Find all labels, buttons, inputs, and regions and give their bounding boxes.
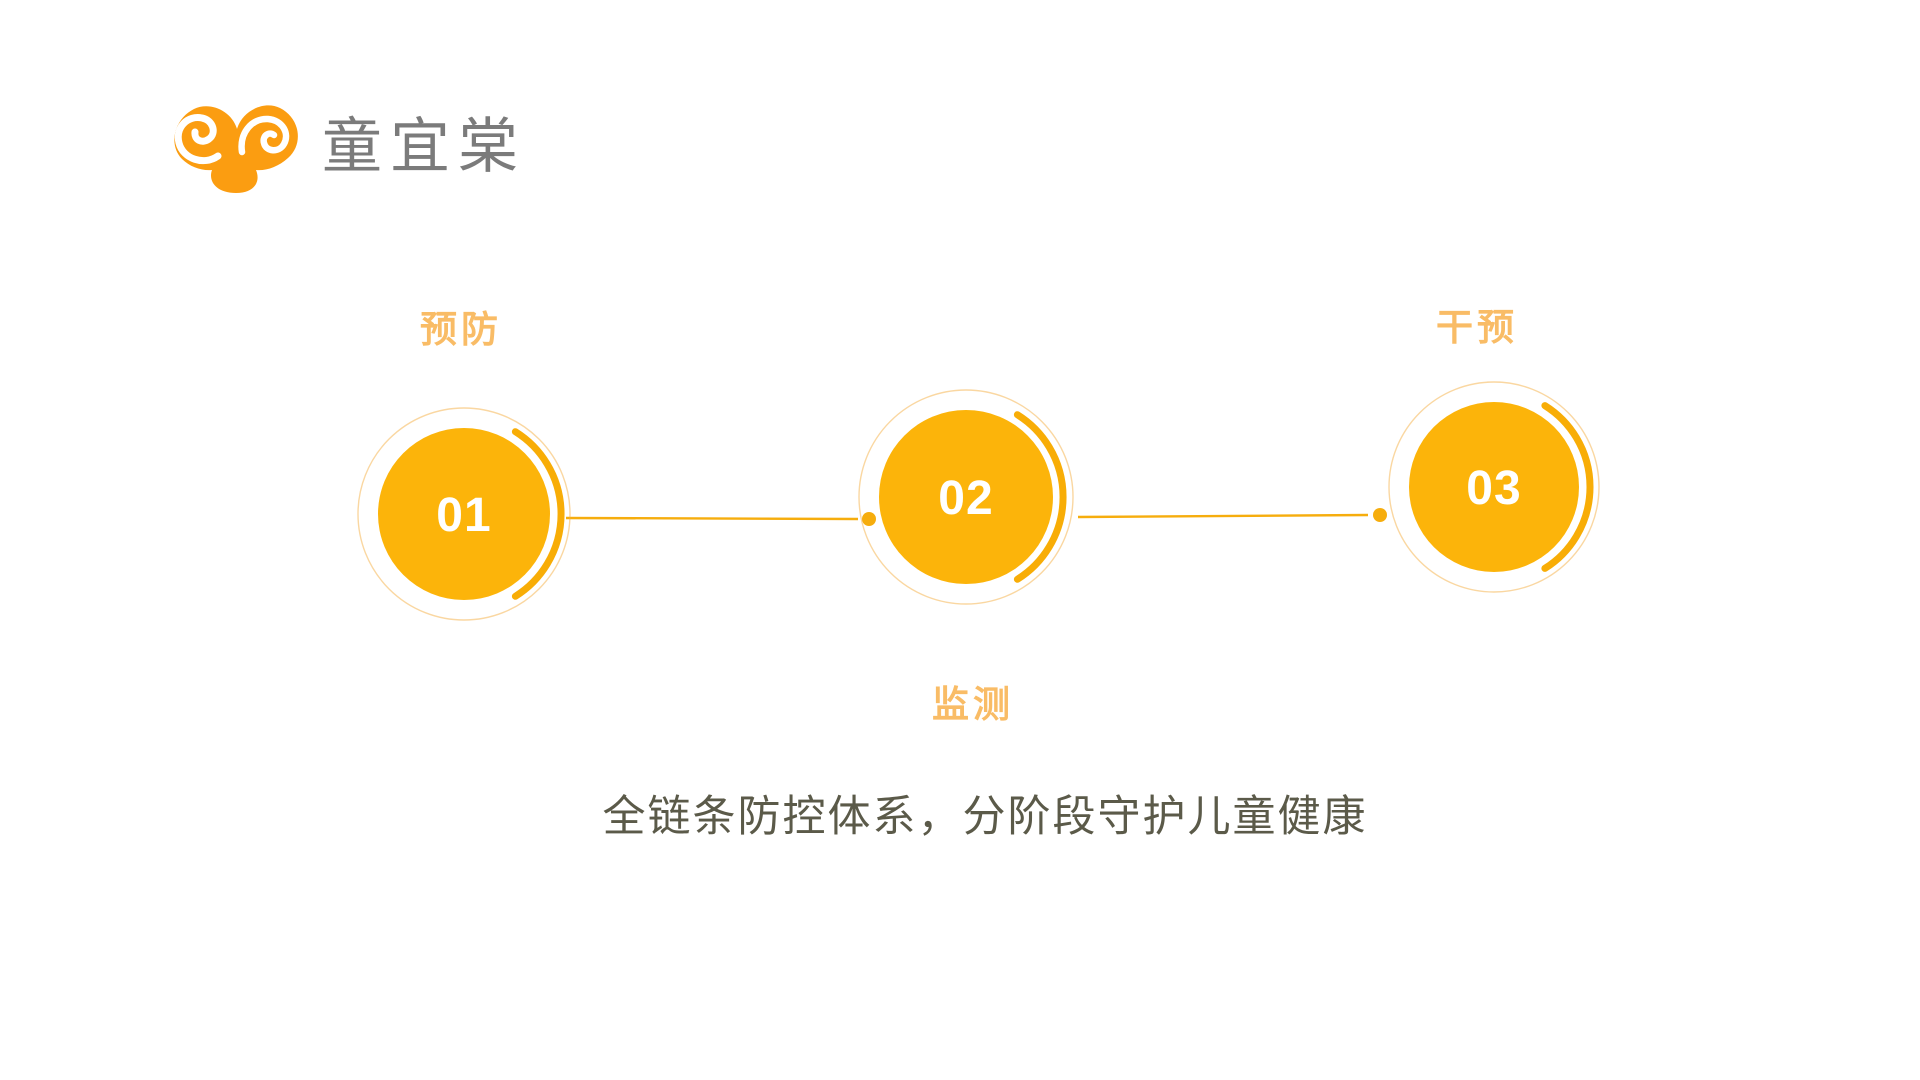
step-1-outer-ring	[357, 407, 571, 621]
logo-right-spiral	[238, 115, 290, 156]
connector-dot-2	[1373, 508, 1387, 522]
step-3: 干预 03	[1388, 307, 1600, 593]
logo-left-spiral	[174, 114, 222, 164]
connector-dot-1	[862, 512, 876, 526]
step-1-number: 01	[436, 489, 491, 542]
brand-header: 童宜棠	[166, 98, 526, 196]
brand-logo-icon	[174, 105, 298, 193]
step-1-label: 预防	[420, 309, 502, 350]
step-2-label: 监测	[932, 684, 1014, 725]
connector-line-1	[565, 516, 859, 521]
step-2-circle	[879, 410, 1053, 584]
step-1-arc	[511, 428, 565, 600]
connector-line-2	[1077, 513, 1369, 519]
step-2-arc	[1013, 411, 1067, 583]
step-3-number: 03	[1466, 462, 1521, 515]
logo-heart-shape	[174, 105, 298, 193]
step-3-arc	[1541, 402, 1594, 572]
brand-name: 童宜棠	[322, 113, 526, 180]
step-3-label: 干预	[1436, 307, 1518, 348]
step-3-outer-ring	[1388, 381, 1600, 593]
step-3-circle	[1409, 402, 1579, 572]
step-2-outer-ring	[858, 389, 1074, 605]
caption-text: 全链条防控体系，分阶段守护儿童健康	[602, 793, 1368, 841]
step-2-number: 02	[938, 472, 993, 525]
step-1: 预防 01	[357, 309, 571, 621]
step-2: 02 监测	[858, 389, 1074, 725]
step-1-circle	[378, 428, 550, 600]
